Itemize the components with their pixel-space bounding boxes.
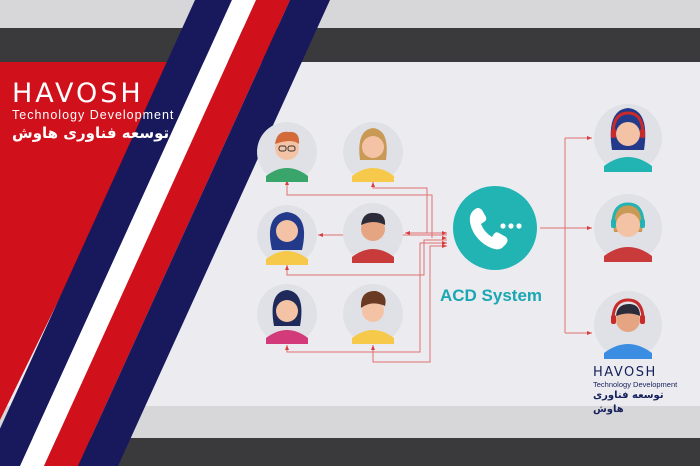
connector-line: [286, 239, 447, 276]
caller-avatar: [343, 122, 403, 182]
brand-subtitle: Technology Development: [12, 108, 175, 122]
connector-line: [286, 180, 433, 238]
agent-avatar: [594, 291, 662, 359]
caller-avatar: [343, 284, 403, 344]
caller-avatar: [257, 284, 317, 344]
top-light-band: [0, 0, 700, 28]
agent-avatar: [594, 104, 662, 172]
brand-logo: HAVOSH Technology Development توسعه فناو…: [12, 80, 202, 144]
brand-subtitle: Technology Development: [593, 380, 678, 389]
brand-logo-small: HAVOSH Technology Development توسعه فناو…: [593, 366, 693, 417]
brand-name: HAVOSH: [12, 78, 144, 109]
navy-stripe: [0, 0, 232, 466]
navy-stripe-2: [78, 0, 330, 466]
brand-name: HAVOSH: [593, 365, 657, 380]
arrowheads: [285, 136, 592, 350]
connector-line: [372, 245, 447, 363]
white-stripe: [20, 0, 256, 466]
top-dark-band: [0, 28, 700, 62]
acd-phone-icon: [453, 186, 537, 270]
caller-avatar: [257, 205, 317, 265]
brand-persian: توسعه فناوری هاوش: [12, 124, 170, 142]
agent-avatar: [594, 194, 662, 262]
brand-persian: توسعه فناوری هاوش: [593, 390, 664, 415]
red-stripe: [44, 0, 290, 466]
acd-system-label: ACD System: [440, 286, 543, 305]
caller-avatar: [343, 203, 403, 263]
caller-avatar: [257, 122, 317, 182]
connection-lines: [286, 137, 592, 363]
